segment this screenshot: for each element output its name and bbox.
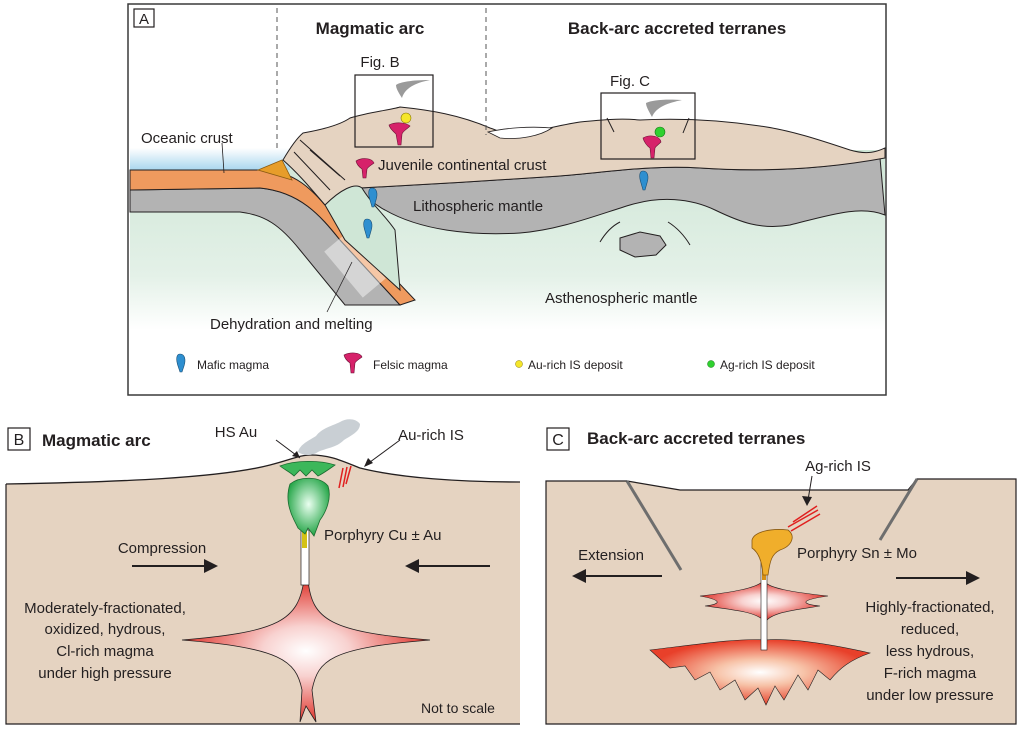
panel-c-title: Back-arc accreted terranes xyxy=(587,429,805,448)
felsic-magma-icon xyxy=(355,158,375,179)
panel-b-title: Magmatic arc xyxy=(42,431,151,450)
fig-b-label: Fig. B xyxy=(360,54,399,71)
panel-a-letter-box xyxy=(133,8,155,28)
magma-desc-c-4: F-rich magma xyxy=(884,665,977,682)
ocean-region xyxy=(130,148,290,170)
dehydration-label: Dehydration and melting xyxy=(210,316,373,333)
magma-chamber-b xyxy=(181,579,431,723)
legend-au-icon xyxy=(515,360,523,368)
magma-desc-b-2: oxidized, hydrous, xyxy=(45,621,166,638)
plume-icon xyxy=(646,99,682,117)
upwelling-arrow-right xyxy=(667,221,691,246)
normal-fault-left xyxy=(625,480,683,571)
fig-c-box[interactable] xyxy=(600,92,696,160)
au-rich-is-label: Au-rich IS xyxy=(398,427,464,444)
mantle-wedge xyxy=(324,185,401,292)
delaminated-block xyxy=(619,231,667,258)
panel-c: C Back-arc accreted terranes Ag-rich IS … xyxy=(545,427,1017,725)
panel-b-letter-box xyxy=(7,427,31,451)
legend-ag-icon xyxy=(707,360,715,368)
au-deposit-icon xyxy=(400,112,412,124)
plume-icon xyxy=(396,80,430,98)
ag-rich-is-label: Ag-rich IS xyxy=(805,458,871,475)
au-is-leader xyxy=(365,439,401,466)
extension-label: Extension xyxy=(578,547,644,564)
sedimentary-basin xyxy=(486,126,554,139)
felsic-magma-icon xyxy=(388,122,411,146)
panel-b: B Magmatic arc HS Au Au-rich IS Porphyry… xyxy=(5,419,521,725)
accretionary-wedge xyxy=(256,159,293,181)
ag-deposit-icon xyxy=(654,126,666,138)
zone-label-back-arc: Back-arc accreted terranes xyxy=(568,19,786,38)
compression-arrowhead-left xyxy=(204,559,218,573)
porphyry-body-c xyxy=(751,529,793,576)
hs-au-arrowhead xyxy=(292,451,300,458)
panel-a-frame xyxy=(127,3,887,396)
panel-b-crust xyxy=(6,455,520,724)
panel-c-letter-box xyxy=(546,427,570,451)
legend-mafic-icon xyxy=(176,353,186,373)
conduit-mineral-b xyxy=(302,528,307,548)
panel-b-letter: B xyxy=(14,432,25,449)
is-veins-b xyxy=(338,465,352,489)
thrust-faults xyxy=(293,139,346,191)
porphyry-sn-label: Porphyry Sn ± Mo xyxy=(797,545,917,562)
ag-is-arrowhead xyxy=(802,496,812,506)
panel-a: A Magmatic arc Back-arc accreted terrane… xyxy=(127,3,887,396)
legend-mafic-label: Mafic magma xyxy=(197,358,269,372)
legend-felsic-icon xyxy=(343,352,363,374)
dehydration-zone xyxy=(324,232,386,298)
panel-b-surface xyxy=(5,454,521,485)
mafic-magma-icon xyxy=(368,187,378,208)
legend-au-label: Au-rich IS deposit xyxy=(528,358,623,372)
not-to-scale-label: Not to scale xyxy=(421,700,495,716)
upwelling-arrow-left xyxy=(599,221,621,243)
fig-c-label: Fig. C xyxy=(610,73,650,90)
magma-desc-c-3: less hydrous, xyxy=(886,643,974,660)
magma-desc-b-3: Cl-rich magma xyxy=(56,643,154,660)
panel-a-letter: A xyxy=(139,11,149,28)
legend-ag-label: Ag-rich IS deposit xyxy=(720,358,815,372)
asthenospheric-mantle-label: Asthenospheric mantle xyxy=(545,290,698,307)
magma-desc-c-2: reduced, xyxy=(901,621,959,638)
magma-desc-c-5: under low pressure xyxy=(866,687,994,704)
magma-desc-c-1: Highly-fractionated, xyxy=(865,599,994,616)
ag-is-leader xyxy=(807,475,813,501)
hs-lithocap xyxy=(279,460,336,477)
juvenile-crust-label: Juvenile continental crust xyxy=(378,157,547,174)
compression-arrowhead-right xyxy=(405,559,419,573)
panel-c-letter: C xyxy=(552,432,564,449)
magma-chamber-c-lower xyxy=(649,639,872,706)
panel-b-frame xyxy=(5,484,520,725)
normal-fault-right xyxy=(878,478,919,541)
lithospheric-mantle-label: Lithospheric mantle xyxy=(413,198,543,215)
fig-b-box[interactable] xyxy=(354,74,434,148)
oceanic-crust-leader xyxy=(221,142,225,174)
mafic-magma-icon xyxy=(363,218,373,239)
dehydration-leader xyxy=(326,261,353,313)
felsic-magma-icon xyxy=(642,135,662,159)
magma-desc-b-4: under high pressure xyxy=(38,665,171,682)
is-veins-c xyxy=(787,505,821,532)
mafic-magma-icon xyxy=(639,170,649,191)
steam-plume-icon xyxy=(298,419,360,455)
legend-felsic-label: Felsic magma xyxy=(373,358,448,372)
slab-oceanic-crust xyxy=(129,169,416,306)
extension-arrowhead-right xyxy=(966,571,980,585)
oceanic-crust-label: Oceanic crust xyxy=(141,130,234,147)
porphyry-body-b xyxy=(287,477,330,537)
porphyry-cu-label: Porphyry Cu ± Au xyxy=(324,527,441,544)
au-is-arrowhead xyxy=(364,458,373,467)
compression-label: Compression xyxy=(118,540,206,557)
hs-au-label: HS Au xyxy=(215,424,258,441)
zone-label-magmatic-arc: Magmatic arc xyxy=(316,19,425,38)
normal-fault-icon xyxy=(606,117,690,134)
magma-desc-b-1: Moderately-fractionated, xyxy=(24,600,186,617)
extension-arrowhead-left xyxy=(572,569,586,583)
